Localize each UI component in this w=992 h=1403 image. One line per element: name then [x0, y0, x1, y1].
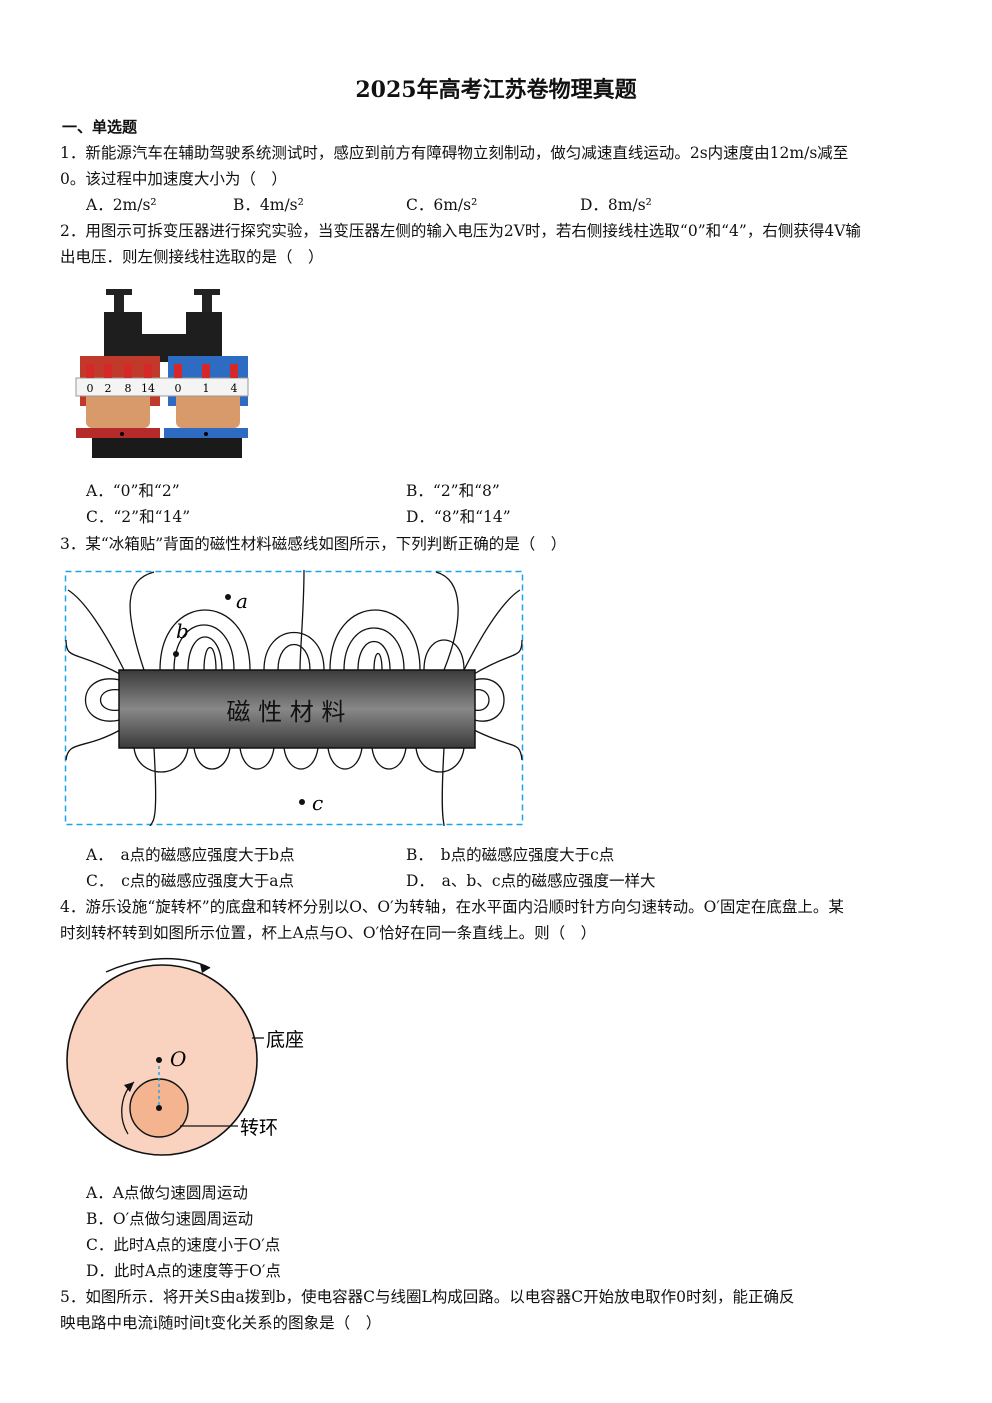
rotating-cup-figure: O 底座 转环	[66, 957, 304, 1156]
q3-option-d[interactable]: D． a、b、c点的磁感应强度一样大	[406, 872, 656, 890]
q4-option-a[interactable]: A．A点做匀速圆周运动	[86, 1184, 248, 1202]
terminal-label-0-left: 0	[87, 382, 94, 395]
point-b-label: b	[176, 619, 189, 643]
section-heading: 一、单选题	[62, 118, 138, 136]
q1-option-d[interactable]: D．8m/s²	[580, 196, 652, 214]
terminal-label-4: 4	[231, 382, 238, 395]
terminal-label-8: 8	[125, 382, 132, 395]
q4-text-line1: 4．游乐设施“旋转杯”的底盘和转杯分别以O、O′为转轴，在水平面内沿顺时针方向匀…	[60, 898, 844, 916]
rotation-arrow-icon	[200, 964, 210, 973]
label-ring: 转环	[240, 1117, 278, 1139]
terminal-label-0-right: 0	[175, 382, 182, 395]
q4-option-c[interactable]: C．此时A点的速度小于O′点	[86, 1236, 281, 1254]
terminal-label-14: 14	[141, 382, 155, 395]
q5-text-line2: 映电路中电流i随时间t变化关系的图象是（ ）	[60, 1314, 382, 1332]
q2-text-line2: 出电压．则左侧接线柱选取的是（ ）	[60, 248, 324, 266]
q2-option-b[interactable]: B．“2”和“8”	[406, 482, 500, 500]
point-b-dot	[173, 651, 179, 657]
terminal-label-2: 2	[105, 382, 112, 395]
label-base: 底座	[266, 1029, 304, 1051]
q3-option-a[interactable]: A． a点的磁感应强度大于b点	[86, 846, 295, 864]
magnetic-material-label: 磁 性 材 料	[227, 698, 346, 726]
magnetic-material-block	[118, 669, 476, 749]
q2-text-line1: 2．用图示可拆变压器进行探究实验，当变压器左侧的输入电压为2V时，若右侧接线柱选…	[60, 222, 861, 240]
terminal-label-1: 1	[203, 382, 210, 395]
q5-text-line1: 5．如图所示．将开关S由a拨到b，使电容器C与线圈L构成回路。以电容器C开始放电…	[60, 1288, 795, 1306]
q1-option-c[interactable]: C．6m/s²	[406, 196, 478, 214]
q2-option-a[interactable]: A．“0”和“2”	[86, 482, 180, 500]
transformer-figure: 0 2 8 14 0 1 4	[75, 289, 249, 458]
q1-text-line2: 0。该过程中加速度大小为（ ）	[60, 170, 287, 188]
point-c-dot	[299, 799, 305, 805]
label-O: O	[170, 1047, 186, 1071]
q1-text-line1: 1．新能源汽车在辅助驾驶系统测试时，感应到前方有障碍物立刻制动，做匀减速直线运动…	[60, 144, 849, 162]
point-a-label: a	[236, 589, 248, 613]
q3-text-line1: 3．某“冰箱贴”背面的磁性材料磁感线如图所示，下列判断正确的是（ ）	[60, 535, 567, 553]
q2-option-d[interactable]: D．“8”和“14”	[406, 508, 511, 526]
dashed-border	[64, 570, 524, 826]
point-a-dot	[225, 594, 231, 600]
page-title: 2025年高考江苏卷物理真题	[355, 77, 637, 103]
q4-option-d[interactable]: D．此时A点的速度等于O′点	[86, 1262, 281, 1280]
q1-option-b[interactable]: B．4m/s²	[233, 196, 304, 214]
field-lines-figure: 磁 性 材 料 a b c	[64, 570, 524, 826]
q2-option-c[interactable]: C．“2”和“14”	[86, 508, 191, 526]
q4-text-line2: 时刻转杯转到如图所示位置，杯上A点与O、O′恰好在同一条直线上。则（ ）	[60, 924, 597, 942]
q4-option-b[interactable]: B．O′点做匀速圆周运动	[86, 1210, 254, 1228]
q3-option-b[interactable]: B． b点的磁感应强度大于c点	[406, 846, 615, 864]
q1-option-a[interactable]: A．2m/s²	[86, 196, 157, 214]
q3-option-c[interactable]: C． c点的磁感应强度大于a点	[86, 872, 295, 890]
point-c-label: c	[312, 791, 323, 815]
